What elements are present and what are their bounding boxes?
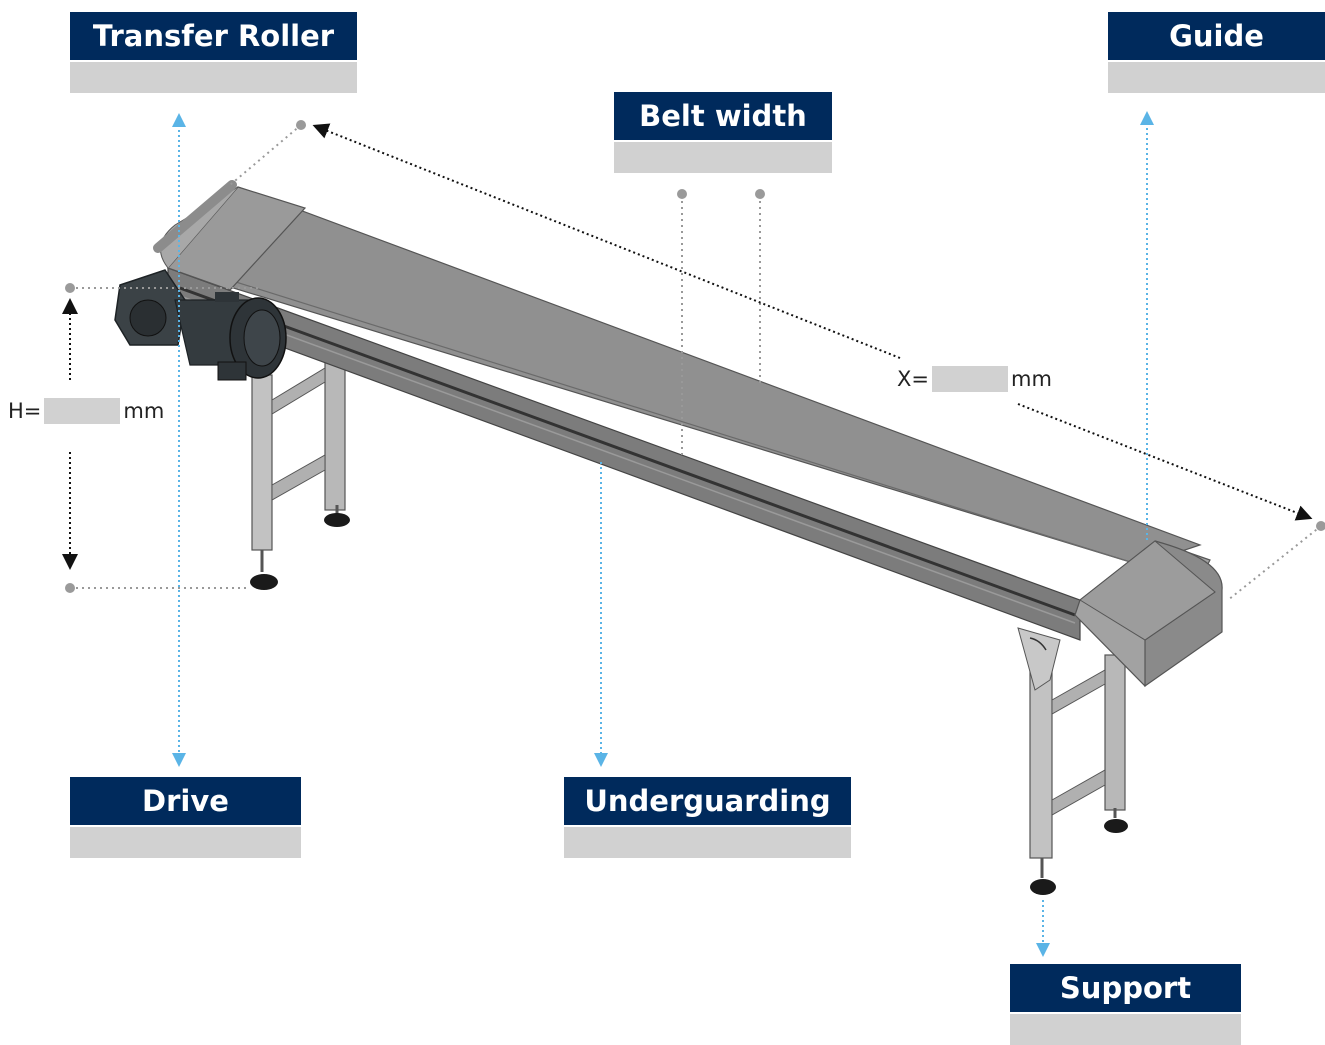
length-prefix: X=	[897, 367, 929, 391]
guide-label: Guide	[1108, 12, 1325, 93]
belt-width-label: Belt width	[614, 92, 832, 173]
underguarding-field[interactable]	[564, 827, 851, 858]
underguarding-title: Underguarding	[564, 777, 851, 825]
height-dimension: H= mm	[8, 398, 164, 424]
tail-end-cover	[1074, 540, 1223, 688]
height-unit: mm	[123, 399, 165, 423]
reference-lines	[70, 124, 1322, 601]
support-leg-drive-end	[250, 344, 350, 590]
transfer-roller-label: Transfer Roller	[70, 12, 357, 93]
transfer-roller-part	[153, 180, 237, 253]
support-title: Support	[1010, 964, 1241, 1012]
underguarding-label: Underguarding	[564, 777, 851, 858]
drive-title: Drive	[70, 777, 301, 825]
conveyor-illustration	[114, 180, 1223, 895]
dimension-arrow-x-left	[312, 123, 901, 359]
transfer-roller-field[interactable]	[70, 62, 357, 93]
guide-title: Guide	[1108, 12, 1325, 60]
drive-label: Drive	[70, 777, 301, 858]
dimension-arrow-x-right	[1017, 403, 1313, 521]
callout-arrows	[172, 111, 1154, 957]
length-dimension: X= mm	[897, 366, 1052, 392]
belt-width-title: Belt width	[614, 92, 832, 140]
transfer-roller-title: Transfer Roller	[70, 12, 357, 60]
height-prefix: H=	[8, 399, 42, 423]
drive-field[interactable]	[70, 827, 301, 858]
support-field[interactable]	[1010, 1014, 1241, 1045]
length-unit: mm	[1010, 367, 1052, 391]
support-label: Support	[1010, 964, 1241, 1045]
belt-width-field[interactable]	[614, 142, 832, 173]
height-input[interactable]	[44, 398, 121, 424]
reference-dots	[65, 120, 1325, 593]
length-input[interactable]	[931, 366, 1008, 392]
support-leg-tail-end	[1017, 627, 1128, 895]
dimension-arrows	[62, 123, 1313, 570]
guide-field[interactable]	[1108, 62, 1325, 93]
